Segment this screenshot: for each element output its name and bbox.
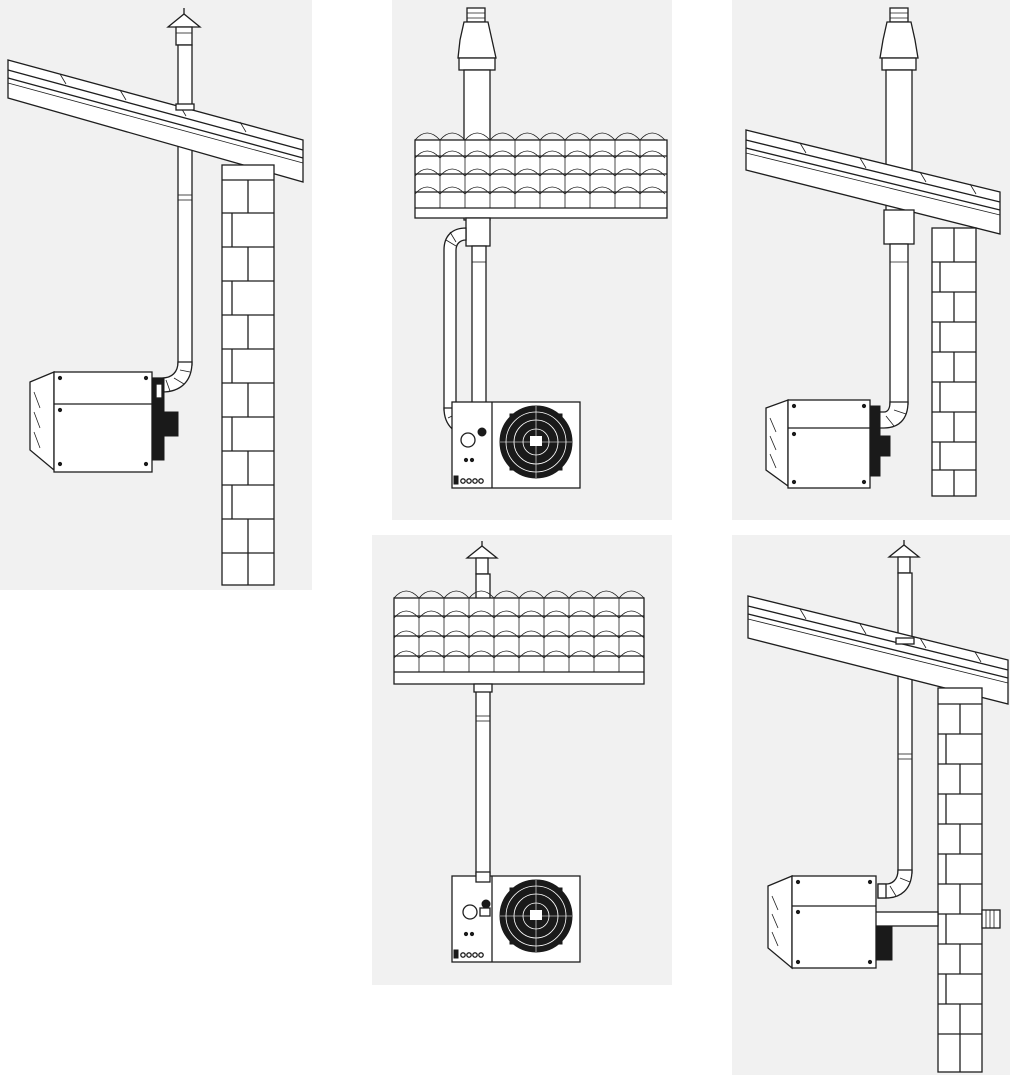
roof-icon	[7, 59, 304, 183]
chimney-cap-icon	[887, 540, 921, 574]
fan-unit-icon	[451, 401, 581, 489]
heater-unit-icon	[767, 875, 893, 970]
scene-4-tile-roof-fan-unit	[393, 541, 645, 963]
chimney-cap-icon	[465, 541, 499, 575]
roof-icon	[747, 595, 1009, 705]
roof-icon	[393, 590, 645, 693]
roof-icon	[414, 132, 668, 219]
flue-pipe	[897, 572, 913, 874]
fan-unit-icon	[451, 871, 581, 963]
brick-wall-icon	[937, 687, 983, 1073]
chimney-cap-icon	[166, 8, 202, 46]
heater-unit-icon	[29, 371, 179, 473]
brick-wall-icon	[221, 164, 275, 586]
brick-wall-icon	[931, 227, 977, 497]
chimney-cap-icon	[457, 7, 497, 71]
scene-3-sloped-roof-heater	[745, 7, 1001, 497]
scene-5-sloped-roof-heater-wall-duct	[747, 540, 1009, 1073]
wall-duct	[871, 911, 939, 927]
scene-1-sloped-roof-heater	[7, 8, 304, 586]
chimney-cap-icon	[879, 7, 919, 71]
heater-unit-icon	[765, 399, 891, 489]
roof-icon	[745, 129, 1001, 235]
scene-2-tile-roof-fan-unit	[414, 7, 668, 489]
flue-pipe	[177, 44, 193, 366]
